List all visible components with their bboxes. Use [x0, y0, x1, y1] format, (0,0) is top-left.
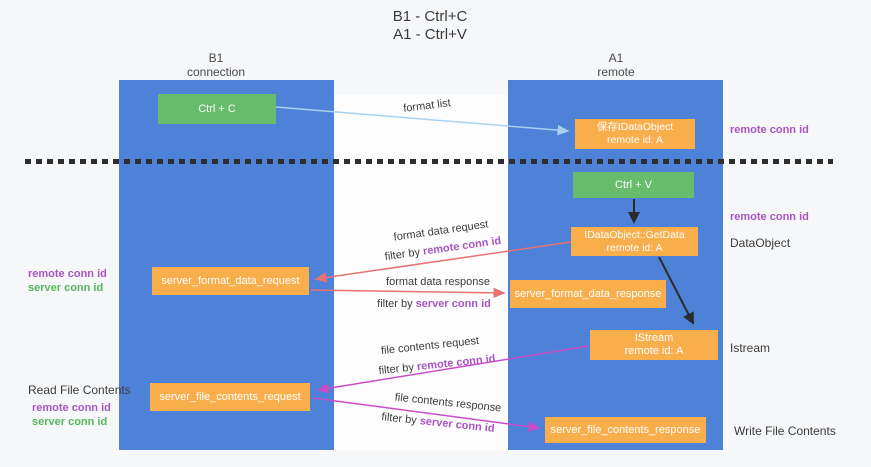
ctrl-v-box: Ctrl + V [573, 172, 694, 198]
remote-conn-id-annotation-top: remote conn id [730, 124, 809, 136]
right-column-role: remote [597, 65, 635, 79]
server-file-contents-request-box: server_file_contents_request [150, 383, 310, 411]
write-file-contents-annotation: Write File Contents [734, 424, 836, 438]
server-format-data-response-label: server_format_data_response [514, 287, 662, 300]
server-format-data-request-box: server_format_data_request [152, 267, 309, 295]
istream-annotation: Istream [730, 341, 771, 355]
left-column-header: B1 connection [187, 51, 245, 79]
phase-separator-dashed-line [25, 159, 833, 164]
server-file-contents-response-box: server_file_contents_response [545, 417, 706, 443]
server-conn-id-annotation-bottom-left: server conn id [32, 416, 108, 428]
istream-line2: remote id: A [624, 345, 684, 357]
filter-by-text: filter by [377, 298, 416, 310]
save-idataobject-line1: 保存IDataObject [596, 121, 674, 133]
left-column-name: B1 [208, 51, 224, 65]
ctrl-c-label: Ctrl + C [198, 102, 236, 115]
title-line-1: B1 - Ctrl+C [392, 8, 468, 25]
ctrl-c-box: Ctrl + C [158, 94, 276, 124]
istream-box: IStream remote id: A [590, 330, 718, 360]
dataobject-annotation: DataObject [730, 236, 791, 250]
read-file-contents-annotation: Read File Contents [28, 383, 131, 397]
remote-conn-id-annotation-mid: remote conn id [730, 211, 809, 223]
server-file-contents-request-label: server_file_contents_request [159, 390, 301, 403]
left-column-role: connection [186, 65, 246, 79]
remote-conn-id-annotation-bottom-left: remote conn id [32, 402, 111, 414]
getdata-line2: remote id: A [606, 241, 663, 254]
diagram-title: B1 - Ctrl+C A1 - Ctrl+V [280, 8, 580, 44]
title-line-2: A1 - Ctrl+V [393, 26, 467, 43]
istream-line1: IStream [634, 332, 674, 344]
ctrl-v-label: Ctrl + V [615, 178, 652, 191]
server-format-data-request-label: server_format_data_request [161, 274, 300, 287]
getdata-line1: IDataObject::GetData [584, 228, 685, 241]
right-column-header: A1 remote [597, 51, 634, 79]
server-conn-id-text: server conn id [415, 298, 491, 310]
format-data-response-label: format data response [386, 276, 490, 288]
remote-conn-id-annotation-left: remote conn id [28, 268, 107, 280]
right-column-name: A1 [608, 51, 624, 65]
server-file-contents-response-label: server_file_contents_response [550, 423, 701, 436]
server-conn-id-annotation-left: server conn id [28, 282, 104, 294]
idataobject-getdata-box: IDataObject::GetData remote id: A [571, 227, 698, 256]
save-idataobject-line2: remote id: A [606, 134, 664, 146]
save-idataobject-box: 保存IDataObject remote id: A [575, 119, 695, 149]
server-format-data-response-box: server_format_data_response [510, 280, 666, 308]
format-data-response-filter-label: filter by server conn id [377, 298, 491, 310]
